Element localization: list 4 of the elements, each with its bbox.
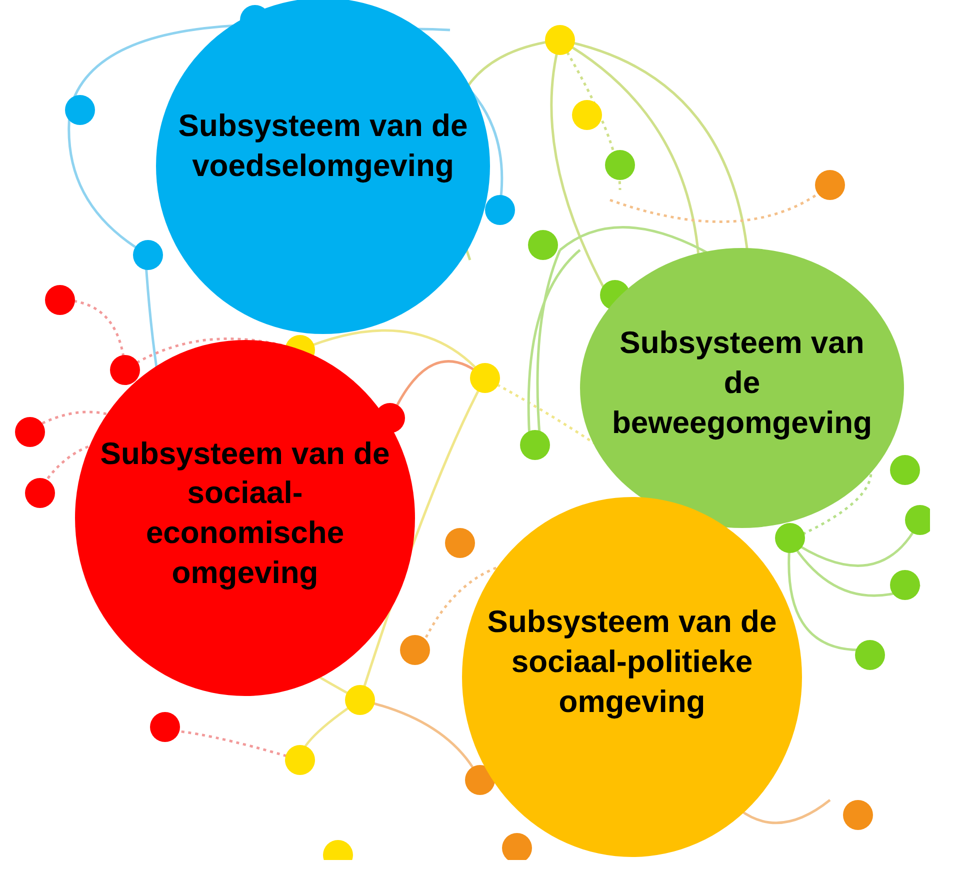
- subsystem-title: Subsysteem van de voedselomgeving: [177, 107, 469, 185]
- subsystem-title: Subsysteem van de sociaal-economische omgeving: [99, 434, 391, 592]
- subsystem-title: Subsysteem van de beweegomgeving: [610, 324, 874, 442]
- subsystem-title: Subsysteem van de sociaal-politieke omgeving: [486, 603, 778, 721]
